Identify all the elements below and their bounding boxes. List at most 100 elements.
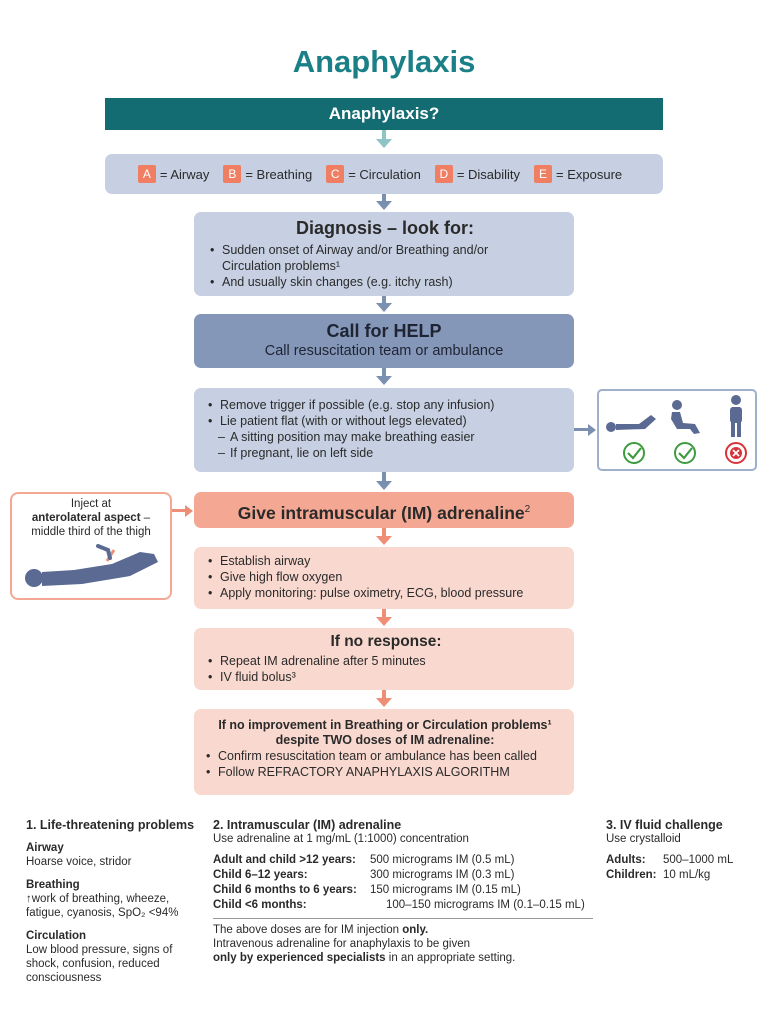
no-response-list: Repeat IM adrenaline after 5 minutes IV … <box>208 653 564 685</box>
no-improvement-box: If no improvement in Breathing or Circul… <box>194 709 574 795</box>
anaphylaxis-question-box: Anaphylaxis? <box>105 98 663 130</box>
arrow-head <box>376 201 392 210</box>
arrow-head <box>376 376 392 385</box>
side-arrow-stem <box>172 509 186 512</box>
dose-group: Child 6–12 years: <box>213 869 308 881</box>
foot1-bold: only. <box>402 924 429 936</box>
list-item: IV fluid bolus³ <box>208 669 564 685</box>
notes-iv-fluid: 3. IV fluid challenge Use crystalloid Ad… <box>606 818 756 883</box>
foot1-text: The above doses are for IM injection <box>213 924 403 936</box>
cross-icon <box>725 442 747 464</box>
side-arrow-head <box>588 424 596 436</box>
abcde-label: = Disability <box>456 166 521 182</box>
fluid-row: Children:10 mL/kg <box>606 868 756 883</box>
list-item: Establish airway <box>208 553 564 569</box>
abcde-label: = Exposure <box>556 166 623 182</box>
inject-line3: middle third of the thigh <box>31 526 151 538</box>
adrenaline-box: Give intramuscular (IM) adrenaline2 <box>194 492 574 528</box>
letter-e: E <box>534 165 553 183</box>
notes-life-threatening: 1. Life-threatening problems Airway Hoar… <box>26 818 204 985</box>
notes1-airway-heading: Airway <box>26 842 64 854</box>
notes1-breathing-heading: Breathing <box>26 879 80 891</box>
dose-value: 150 micrograms IM (0.15 mL) <box>370 884 521 896</box>
fluid-label: Adults: <box>606 854 646 866</box>
check-icon <box>674 442 696 464</box>
abcde-disability: D= Disability <box>434 165 521 183</box>
arrow-head <box>376 481 392 490</box>
dose-value: 500 micrograms IM (0.5 mL) <box>370 854 515 866</box>
notes2-divider <box>213 918 593 919</box>
abcde-exposure: E= Exposure <box>534 165 622 183</box>
letter-d: D <box>434 165 453 183</box>
diagnosis-heading: Diagnosis – look for: <box>295 218 475 238</box>
arrow-stem <box>382 690 386 699</box>
adrenaline-heading: Give intramuscular (IM) adrenaline <box>237 502 525 523</box>
notes3-sub: Use crystalloid <box>606 833 681 845</box>
letter-b: B <box>223 165 242 183</box>
abcde-row: A= Airway B= Breathing C= Circulation D=… <box>105 154 663 194</box>
position-svg <box>606 395 747 464</box>
inject-dash: – <box>140 512 151 524</box>
patient-sitting-icon <box>671 400 700 434</box>
notes3-heading: 3. IV fluid challenge <box>606 818 723 832</box>
no-improvement-heading1: If no improvement in Breathing or Circul… <box>218 718 552 732</box>
arrow-head <box>376 698 392 707</box>
list-item: Repeat IM adrenaline after 5 minutes <box>208 653 564 669</box>
abcde-box: A= Airway B= Breathing C= Circulation D=… <box>105 154 663 194</box>
position-sublist: A sitting position may make breathing ea… <box>208 429 564 461</box>
adrenaline-sup: 2 <box>524 504 531 515</box>
dose-value: 300 micrograms IM (0.3 mL) <box>370 869 515 881</box>
arrow-head <box>376 617 392 626</box>
question-text: Anaphylaxis? <box>328 104 440 123</box>
arrow-stem <box>382 296 386 304</box>
abcde-label: = Breathing <box>245 166 313 182</box>
list-item: If pregnant, lie on left side <box>218 445 564 461</box>
no-response-heading: If no response: <box>330 633 442 650</box>
abcde-label: = Circulation <box>348 166 421 182</box>
diagnosis-box: Diagnosis – look for: Sudden onset of Ai… <box>194 212 574 296</box>
dose-row: Child <6 months:100–150 micrograms IM (0… <box>213 898 598 913</box>
list-item: Apply monitoring: pulse oximetry, ECG, b… <box>208 585 564 601</box>
diagnosis-list: Sudden onset of Airway and/or Breathing … <box>210 242 560 290</box>
patient-lying-icon <box>606 415 656 432</box>
side-arrow-head <box>185 505 193 517</box>
check-icon <box>623 442 645 464</box>
notes2-foot2: Intravenous adrenaline for anaphylaxis t… <box>213 938 471 950</box>
dose-group: Adult and child >12 years: <box>213 854 356 866</box>
inject-line1: Inject at <box>70 498 112 510</box>
notes2-sub: Use adrenaline at 1 mg/mL (1:1000) conce… <box>213 833 469 845</box>
notes1-breathing-text: ↑work of breathing, wheeze, fatigue, cya… <box>26 893 179 919</box>
arrow-head <box>376 536 392 545</box>
position-illustration <box>597 389 757 471</box>
inject-bold: anterolateral aspect <box>31 512 141 524</box>
letter-c: C <box>326 165 345 183</box>
arrow-stem <box>382 609 386 618</box>
arrow-stem <box>382 472 386 482</box>
notes2-foot1: The above doses are for IM injection onl… <box>213 923 598 937</box>
dose-group: Child <6 months: <box>213 899 307 911</box>
list-item: Confirm resuscitation team or ambulance … <box>206 748 564 764</box>
inject-illustration: Inject at anterolateral aspect – middle … <box>10 492 172 600</box>
position-box: Remove trigger if possible (e.g. stop an… <box>194 388 574 472</box>
page-title: Anaphylaxis <box>292 44 476 79</box>
arrow-head <box>376 303 392 312</box>
foot3-bold: only by experienced specialists <box>213 952 386 964</box>
call-help-box: Call for HELP Call resuscitation team or… <box>194 314 574 368</box>
list-item: And usually skin changes (e.g. itchy ras… <box>210 274 560 290</box>
letter-a: A <box>137 165 156 183</box>
list-item: Give high flow oxygen <box>208 569 564 585</box>
arrow-head <box>376 139 392 148</box>
abcde-breathing: B= Breathing <box>223 165 312 183</box>
side-arrow-stem <box>574 428 590 431</box>
notes-im-adrenaline: 2. Intramuscular (IM) adrenaline Use adr… <box>213 818 598 965</box>
call-help-heading: Call for HELP <box>326 321 442 341</box>
patient-standing-icon <box>730 395 742 437</box>
notes2-foot3: only by experienced specialists in an ap… <box>213 951 598 965</box>
call-help-sub: Call resuscitation team or ambulance <box>264 343 504 359</box>
notes2-heading: 2. Intramuscular (IM) adrenaline <box>213 818 402 832</box>
injection-thigh-icon <box>25 544 158 587</box>
list-item: Follow REFRACTORY ANAPHYLAXIS ALGORITHM <box>206 764 564 780</box>
fluid-value: 500–1000 mL <box>663 854 734 866</box>
inject-text: Inject at anterolateral aspect – middle … <box>12 497 170 539</box>
fluid-label: Children: <box>606 869 657 881</box>
